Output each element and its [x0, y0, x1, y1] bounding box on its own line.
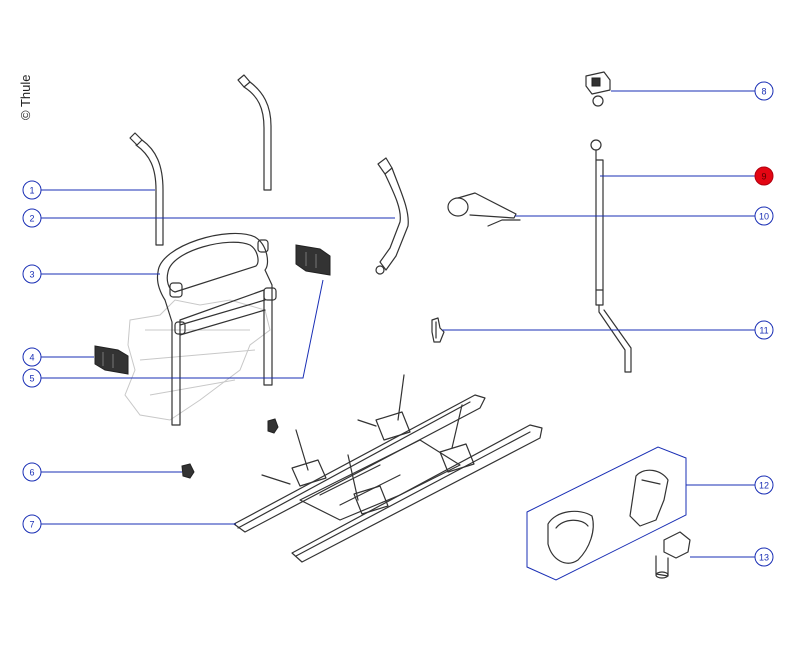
callout-13[interactable]: 13 — [754, 547, 774, 567]
callout-7[interactable]: 7 — [22, 514, 42, 534]
part-13-connector — [655, 531, 691, 579]
part-9-long-rod — [590, 139, 632, 373]
callout-circle — [754, 166, 774, 186]
callout-label: 13 — [759, 553, 769, 563]
callout-10[interactable]: 10 — [754, 206, 774, 226]
callout-circle — [754, 320, 774, 340]
callout-8[interactable]: 8 — [754, 81, 774, 101]
callout-circle — [22, 462, 42, 482]
part-10-strap — [447, 192, 521, 227]
part-8-clamp — [585, 71, 611, 107]
part-3-frame — [156, 232, 277, 426]
part-11-clip — [431, 317, 445, 343]
callout-circle — [754, 547, 774, 567]
callout-9[interactable]: 9 — [754, 166, 774, 186]
callout-circle — [754, 206, 774, 226]
callout-label: 8 — [761, 87, 766, 97]
leader-lines — [41, 90, 755, 558]
ghost-background-outline — [124, 299, 271, 421]
part-1-upright-arm — [129, 132, 164, 246]
callout-label: 4 — [29, 353, 34, 363]
callout-label: 12 — [759, 481, 769, 491]
callout-circle — [22, 347, 42, 367]
callout-circle — [22, 368, 42, 388]
part-12-group — [526, 446, 687, 581]
callout-6[interactable]: 6 — [22, 462, 42, 482]
callout-3[interactable]: 3 — [22, 264, 42, 284]
callout-circle — [22, 264, 42, 284]
part-6-knob — [181, 418, 279, 479]
callout-circle — [22, 514, 42, 534]
callout-circle — [22, 208, 42, 228]
callout-circle — [754, 475, 774, 495]
callout-4[interactable]: 4 — [22, 347, 42, 367]
callout-1[interactable]: 1 — [22, 180, 42, 200]
callout-11[interactable]: 11 — [754, 320, 774, 340]
callout-2[interactable]: 2 — [22, 208, 42, 228]
part-5-pad — [295, 244, 331, 276]
callout-label: 10 — [759, 212, 769, 222]
part-4-pad — [94, 345, 129, 375]
part-7-wheel-rails — [233, 374, 543, 563]
part-2-bent-arm — [375, 157, 409, 275]
callout-label: 5 — [29, 374, 34, 384]
callout-label: 2 — [29, 214, 34, 224]
callout-5[interactable]: 5 — [22, 368, 42, 388]
callout-circle — [754, 81, 774, 101]
callout-label: 9 — [761, 172, 766, 182]
part-upright-arm-b — [237, 74, 272, 191]
callout-label: 3 — [29, 270, 34, 280]
copyright-text: © Thule — [18, 74, 33, 120]
callout-label: 11 — [759, 326, 768, 336]
callout-label: 6 — [29, 468, 34, 478]
callout-label: 7 — [29, 520, 34, 530]
callout-circle — [22, 180, 42, 200]
callout-12[interactable]: 12 — [754, 475, 774, 495]
callout-label: 1 — [29, 186, 34, 196]
